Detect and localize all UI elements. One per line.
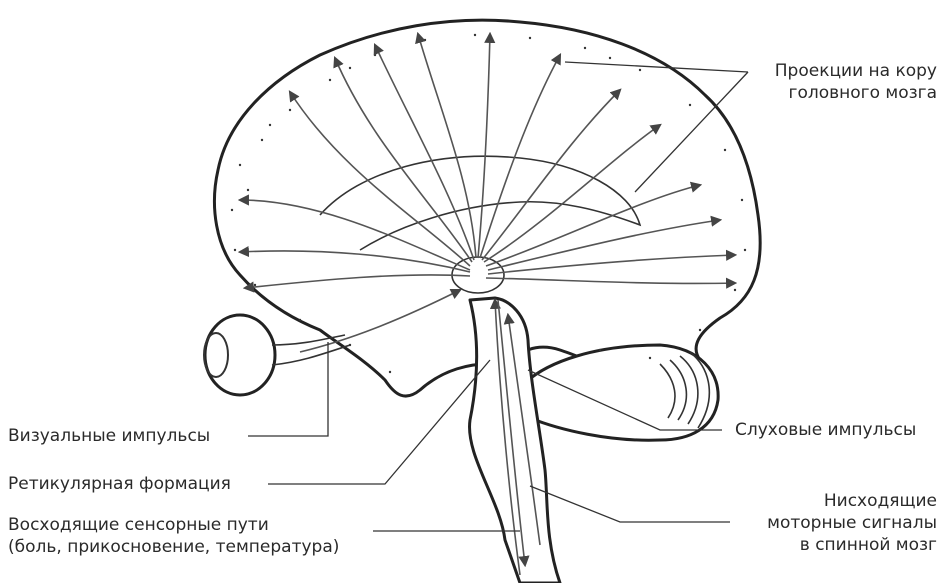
- label-descending-signals-line3: в спинной мозг: [767, 534, 937, 556]
- label-descending-signals-line1: Нисходящие: [767, 490, 937, 512]
- label-cortex-projections-line1: Проекции на кору: [775, 60, 937, 82]
- label-cortex-projections-line2: головного мозга: [775, 82, 937, 104]
- label-descending-signals-line2: моторные сигналы: [767, 512, 937, 534]
- label-visual-impulses: Визуальные импульсы: [8, 425, 210, 447]
- label-auditory-impulses: Слуховые импульсы: [735, 419, 916, 441]
- label-cortex-projections: Проекции на кору головного мозга: [775, 60, 937, 104]
- cerebellum: [516, 345, 718, 440]
- label-descending-signals: Нисходящие моторные сигналы в спинной мо…: [767, 490, 937, 556]
- label-ascending-paths: Восходящие сенсорные пути (боль, прикосн…: [8, 514, 339, 558]
- label-ascending-paths-line1: Восходящие сенсорные пути: [8, 514, 339, 536]
- label-ascending-paths-line2: (боль, прикосновение, температура): [8, 536, 339, 558]
- label-reticular-formation: Ретикулярная формация: [8, 473, 231, 495]
